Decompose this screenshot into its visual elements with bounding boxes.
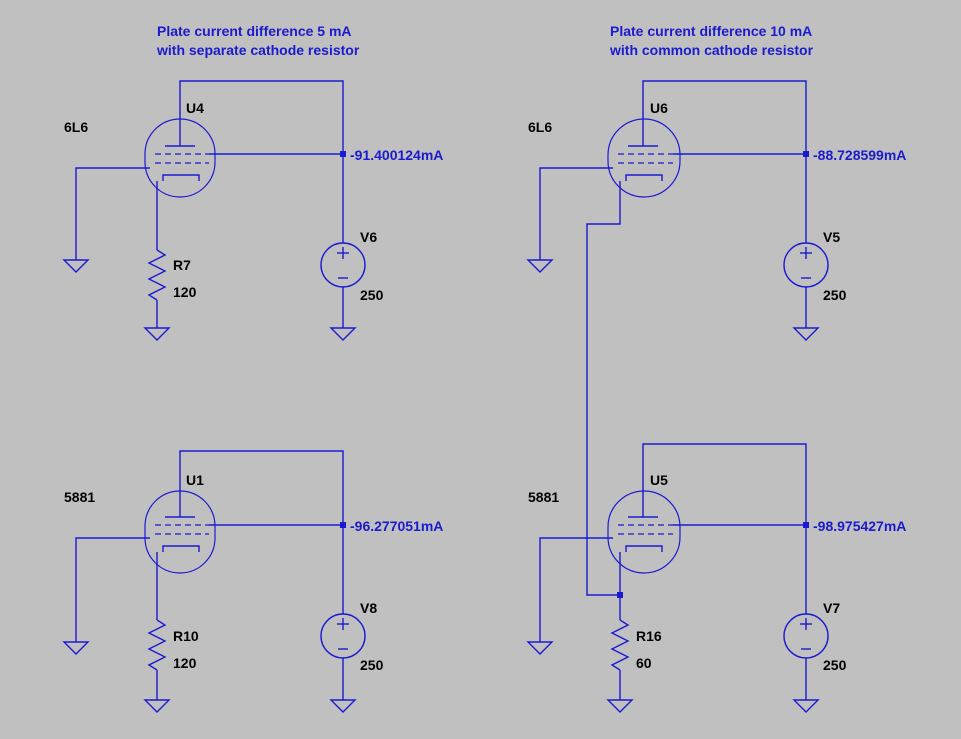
tube-u5[interactable] <box>607 490 681 574</box>
source-value-v6: 250 <box>360 287 384 303</box>
source-label-v6: V6 <box>360 229 377 245</box>
tube-label-u4: U4 <box>186 100 204 116</box>
source-v8[interactable] <box>320 613 366 659</box>
source-value-v8: 250 <box>360 657 384 673</box>
note-left-line1: Plate current difference 5 mA <box>157 23 352 39</box>
resistor-label-r16: R16 <box>636 628 662 644</box>
circuit-top-right: 6L6 U6 -88.728599mA V5 250 <box>526 80 906 596</box>
tube-u6[interactable] <box>607 118 681 198</box>
resistor-value-r10: 120 <box>173 655 197 671</box>
source-v5[interactable] <box>783 242 829 288</box>
circuit-top-left: 6L6 U4 -91.400124mA V6 250 R7 120 <box>62 80 443 341</box>
current-readout-u4: -91.400124mA <box>350 147 443 163</box>
current-readout-u6: -88.728599mA <box>813 147 906 163</box>
model-label-u5: 5881 <box>528 489 559 505</box>
model-label-u4: 6L6 <box>64 119 88 135</box>
circuit-bottom-right: 5881 U5 -98.975427mA V7 250 R16 60 <box>526 443 906 713</box>
current-readout-u1: -96.277051mA <box>350 518 443 534</box>
model-label-u6: 6L6 <box>528 119 552 135</box>
tube-label-u6: U6 <box>650 100 668 116</box>
note-left-line2: with separate cathode resistor <box>156 42 360 58</box>
model-label-u1: 5881 <box>64 489 95 505</box>
current-readout-u5: -98.975427mA <box>813 518 906 534</box>
note-right-line2: with common cathode resistor <box>609 42 814 58</box>
tube-label-u5: U5 <box>650 472 668 488</box>
source-label-v5: V5 <box>823 229 840 245</box>
source-v6[interactable] <box>320 242 366 288</box>
source-v7[interactable] <box>783 613 829 659</box>
resistor-label-r10: R10 <box>173 628 199 644</box>
resistor-value-r16: 60 <box>636 655 652 671</box>
circuit-bottom-left: 5881 U1 -96.277051mA V8 250 R10 120 <box>62 450 443 713</box>
resistor-label-r7: R7 <box>173 257 191 273</box>
source-value-v7: 250 <box>823 657 847 673</box>
source-label-v8: V8 <box>360 600 377 616</box>
source-value-v5: 250 <box>823 287 847 303</box>
resistor-value-r7: 120 <box>173 284 197 300</box>
tube-label-u1: U1 <box>186 472 204 488</box>
source-label-v7: V7 <box>823 600 840 616</box>
note-right-line1: Plate current difference 10 mA <box>610 23 812 39</box>
